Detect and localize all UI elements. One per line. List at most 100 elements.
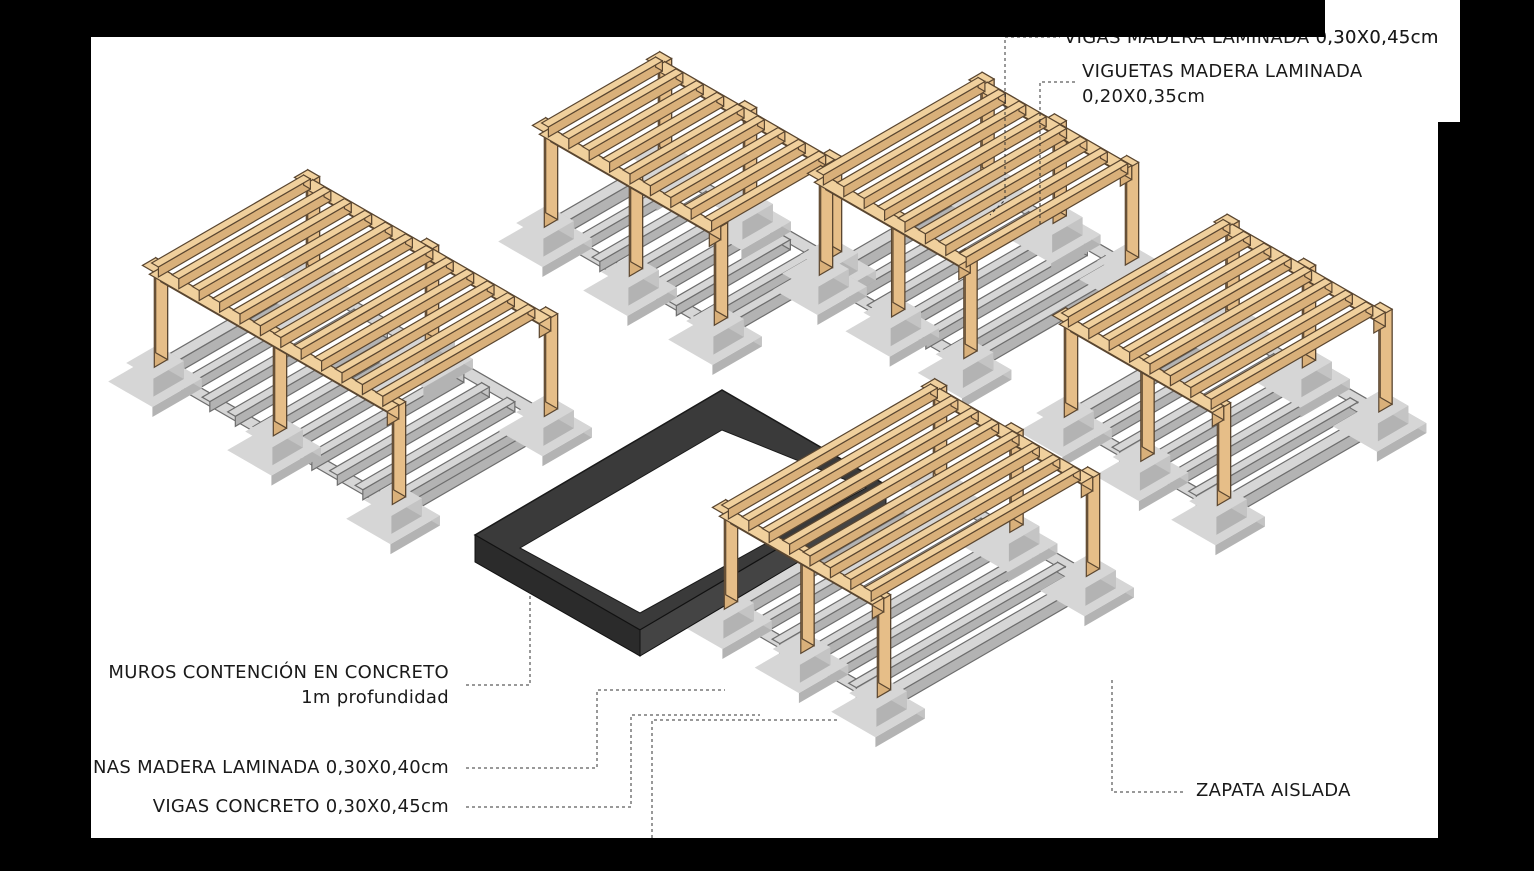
top-right-mask (1460, 0, 1534, 122)
footing-base-face1 (423, 359, 473, 398)
footing-base-face1 (390, 515, 440, 555)
wood-joist-top (917, 135, 1089, 235)
wood-joist-top (720, 383, 939, 510)
footing-base-face1 (1007, 543, 1058, 583)
leader-lines (466, 36, 1183, 838)
footing-base-face1 (542, 427, 592, 467)
wood-joist-top (622, 103, 746, 175)
wood-joist-top (334, 280, 496, 374)
label-zapata: ZAPATA AISLADA (1196, 780, 1351, 801)
label-muros-line1: MUROS CONTENCIÓN EN CONCRETO (108, 662, 449, 683)
wood-joist-top (958, 159, 1129, 258)
wood-joist-top (642, 115, 766, 187)
wood-joist-top (1101, 242, 1272, 342)
footing-base-face1 (961, 369, 1012, 409)
footing-base-face1 (875, 708, 925, 748)
label-vigas-madera-visible: VIGAS MADERA LAMINADA 0,30X0,45cm (1325, 27, 1439, 48)
wood-joist-top (1060, 218, 1232, 318)
wood-joist-top (540, 56, 664, 128)
footing-base-face1 (1051, 234, 1101, 274)
wood-joist-top (1080, 230, 1252, 330)
wood-joist-top (313, 268, 475, 362)
timber-module-4 (711, 377, 1101, 699)
wood-joist-top (1162, 277, 1334, 377)
wood-joist-top (761, 406, 980, 534)
footing-base-face1 (741, 221, 791, 261)
wood-joist-top (1203, 301, 1374, 400)
wood-joist-top (876, 112, 1048, 211)
wood-joist-top (815, 76, 987, 176)
wood-joist-top (662, 126, 786, 199)
label-muros-line2: 1m profundidad (301, 687, 449, 708)
leader-zapata (1111, 680, 1183, 793)
wood-joist-top (252, 233, 414, 327)
wood-joist-top (191, 197, 353, 292)
leader-muros (466, 590, 531, 686)
wood-joist-top (211, 209, 373, 303)
footing-base-face1 (1138, 472, 1189, 512)
timber-module-1 (141, 168, 559, 506)
footing-base-face1 (542, 238, 592, 278)
footing-base-face1 (798, 664, 849, 704)
footing-base-face1 (1084, 587, 1134, 627)
timber-module-3 (806, 71, 1140, 360)
wood-joist-top (703, 150, 827, 222)
wood-joist-top (170, 186, 332, 280)
top-mask (0, 0, 1325, 37)
timber-module-2 (531, 50, 843, 327)
wood-joist-top (560, 68, 684, 140)
wood-joist-top (781, 418, 1000, 545)
footing-base-face1 (817, 286, 867, 326)
label-viguetas-line1: VIGUETAS MADERA LAMINADA (1082, 61, 1363, 82)
timber-frames (141, 50, 1394, 699)
footing-base-face1 (1062, 428, 1112, 468)
wood-joist-top (842, 453, 1061, 581)
right-mask (1438, 122, 1534, 871)
wood-joist-top (1142, 265, 1313, 365)
wood-joist-top (581, 79, 705, 152)
wood-joist-top (740, 395, 959, 522)
cjoist-top (847, 561, 1067, 689)
wood-joist-top (802, 430, 1021, 557)
label-viguetas-line2: 0,20X0,35cm (1082, 86, 1206, 107)
wood-joist-top (354, 291, 516, 386)
wood-joist-top (1121, 254, 1293, 353)
footing-base-face1 (712, 336, 762, 376)
timber-module-5 (1051, 213, 1394, 507)
footing-base-face1 (1215, 516, 1265, 556)
wood-joist-top (232, 221, 394, 315)
leader-vigas-concreto (466, 714, 760, 808)
bottom-mask (0, 838, 1534, 871)
footing-base-face1 (627, 287, 677, 327)
wood-joist-top (856, 100, 1027, 200)
wood-beam-top (148, 267, 400, 413)
footing-base-face1 (889, 328, 940, 367)
wood-joist-top (293, 256, 455, 350)
wood-joist-top (683, 138, 807, 210)
wood-joist-top (150, 174, 312, 268)
wood-beam-top (718, 509, 885, 606)
wood-joist-top (835, 88, 1007, 188)
paper-top-right (1325, 0, 1460, 122)
leader-vigas-madera (989, 40, 1006, 216)
wood-joist-top (601, 91, 725, 163)
footing-base-face1 (1300, 379, 1350, 418)
footing-base-face1 (271, 447, 321, 486)
footing-base-face1 (1376, 423, 1427, 462)
wood-joist-top (897, 123, 1068, 223)
wood-beam-top (1058, 317, 1225, 414)
label-columnas: COLUMNAS MADERA LAMINADA 0,30X0,40cm (26, 757, 449, 778)
leader-columnas (466, 689, 725, 769)
label-vigas-concreto: VIGAS CONCRETO 0,30X0,45cm (152, 796, 449, 817)
left-mask (0, 0, 91, 871)
wood-joist-top (1182, 289, 1354, 389)
wood-joist-top (822, 442, 1041, 569)
footing-base-face1 (152, 378, 202, 418)
footing-base-face1 (722, 620, 772, 660)
wood-joist-top (272, 244, 434, 339)
cjoist-top (328, 382, 491, 476)
wood-joist-top (937, 147, 1109, 247)
wood-joist-top (374, 303, 536, 398)
wood-joist-top (863, 465, 1082, 592)
